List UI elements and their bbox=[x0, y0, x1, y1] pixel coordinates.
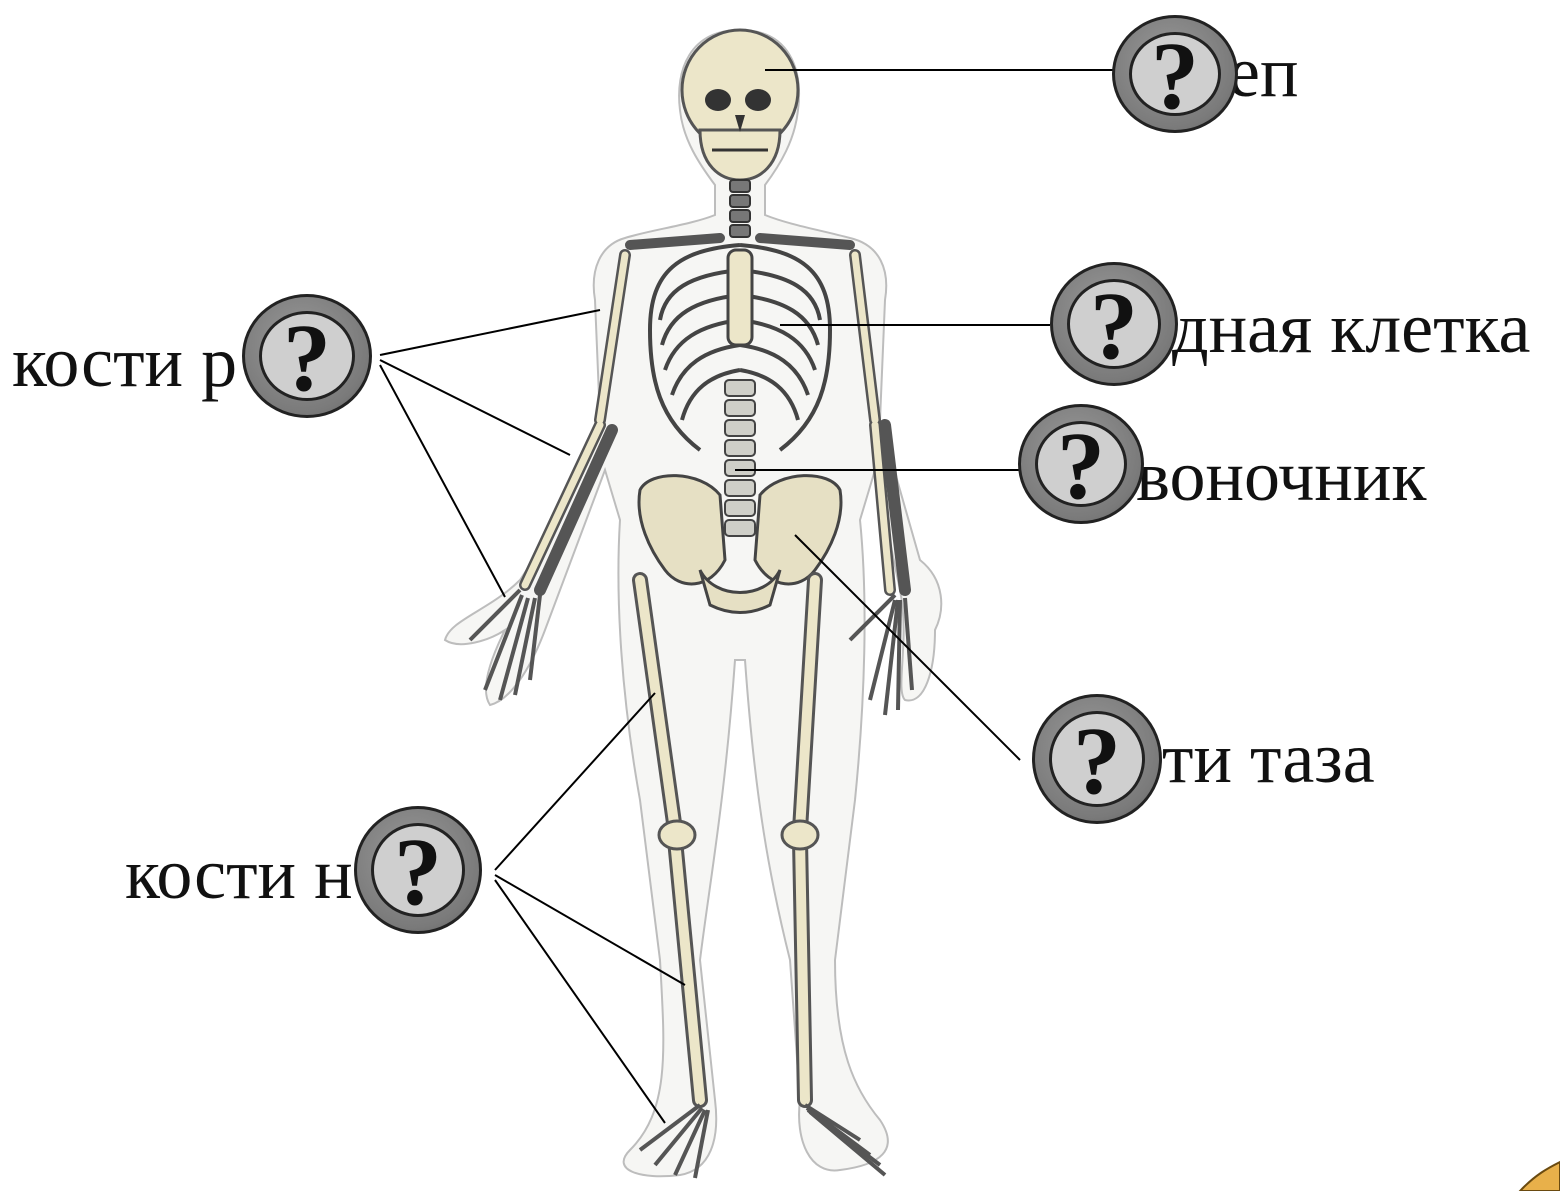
question-button-face: ? bbox=[259, 311, 355, 401]
label-chest: дная клетка bbox=[1172, 292, 1530, 364]
label-skull: еп bbox=[1228, 36, 1299, 108]
question-button-pelvis[interactable]: ? bbox=[1032, 694, 1162, 824]
question-mark-icon: ? bbox=[1151, 28, 1199, 124]
question-button-face: ? bbox=[1067, 279, 1161, 369]
kneecaps bbox=[659, 821, 818, 849]
corner-accent bbox=[1520, 1162, 1560, 1191]
question-button-skull[interactable]: ? bbox=[1112, 15, 1238, 133]
question-mark-icon: ? bbox=[394, 824, 442, 920]
sternum bbox=[728, 250, 752, 345]
label-leg: кости н bbox=[125, 838, 353, 910]
question-mark-icon: ? bbox=[1073, 713, 1121, 809]
question-button-face: ? bbox=[1035, 421, 1127, 507]
question-mark-icon: ? bbox=[1090, 278, 1138, 374]
question-button-face: ? bbox=[1049, 711, 1145, 807]
question-button-leg[interactable]: ? bbox=[354, 806, 482, 934]
question-button-spine[interactable]: ? bbox=[1018, 404, 1144, 524]
question-mark-icon: ? bbox=[283, 310, 331, 406]
question-button-chest[interactable]: ? bbox=[1050, 262, 1178, 386]
question-button-face: ? bbox=[1129, 32, 1221, 116]
label-arm: кости р bbox=[12, 326, 237, 398]
question-button-face: ? bbox=[371, 823, 465, 917]
label-pelvis: ти таза bbox=[1162, 722, 1375, 794]
question-mark-icon: ? bbox=[1057, 418, 1105, 514]
label-spine: воночник bbox=[1136, 440, 1426, 512]
question-button-arm[interactable]: ? bbox=[242, 294, 372, 418]
